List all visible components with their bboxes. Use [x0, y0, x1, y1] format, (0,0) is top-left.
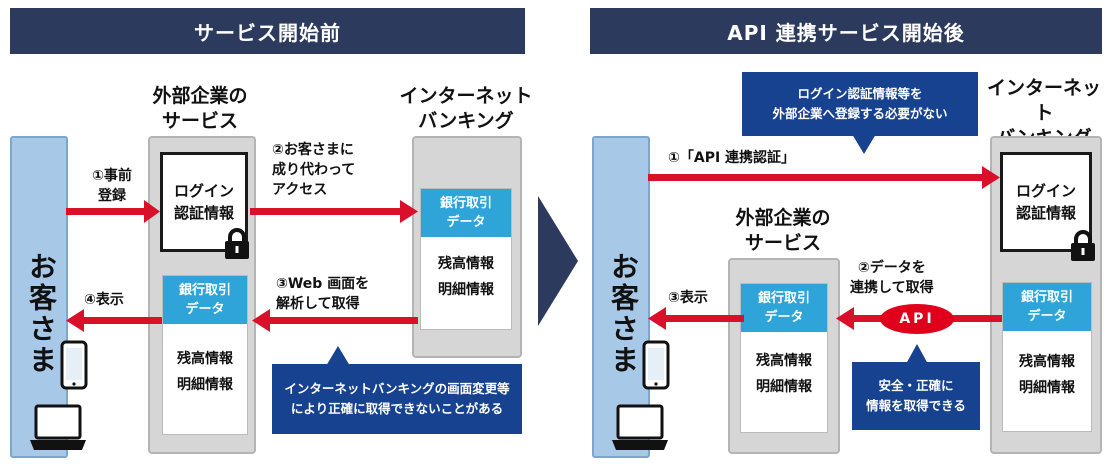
company-title-after: 外部企業の サービス — [718, 206, 848, 256]
bank-title-line1: インターネット — [399, 85, 533, 107]
customer-panel-before: お客さま — [10, 136, 68, 458]
company-title-line1: 外部企業の — [735, 207, 831, 229]
detail-label: 明細情報 — [756, 379, 812, 395]
callout-bottom-pointer — [906, 344, 928, 364]
company-title-line1: 外部企業の — [152, 85, 248, 107]
customer-label: お客さま — [607, 252, 640, 376]
bank-title-before: インターネット バンキング — [398, 84, 534, 134]
arrow-step2-before — [250, 200, 418, 223]
bank-data-company-before: 銀行取引 データ 残高情報 明細情報 — [162, 275, 248, 435]
arrow-step4-before — [66, 309, 162, 332]
bank-data-head-1: 銀行取引 — [178, 283, 231, 298]
lock-icon — [225, 228, 249, 259]
company-title-line2: サービス — [161, 110, 238, 132]
lock-icon — [1071, 230, 1095, 261]
step2-line1: ②お客さまに — [272, 142, 354, 158]
bank-title-line1: インターネット — [986, 77, 1101, 124]
login-box-after: ログイン 認証情報 — [1000, 152, 1092, 252]
callout-bottom-line1: 安全・正確に — [878, 378, 954, 393]
chevron-right-icon — [538, 196, 578, 326]
bank-data-head-2: データ — [1027, 309, 1067, 324]
bank-data-bank-before: 銀行取引 データ 残高情報 明細情報 — [420, 188, 512, 330]
callout-top-line1: ログイン認証情報等を — [797, 86, 923, 101]
company-title-before: 外部企業の サービス — [135, 84, 265, 134]
customer-panel-after: お客さま — [592, 136, 650, 458]
smartphone-icon — [60, 340, 88, 390]
bank-data-head: 銀行取引 データ — [163, 276, 247, 324]
company-title-line2: サービス — [744, 232, 821, 254]
balance-label: 残高情報 — [177, 351, 233, 367]
step1-label-after: ①「API 連携認証」 — [668, 150, 796, 166]
step2-line1: ②データを — [857, 260, 926, 276]
step3-label-before: ③Web 画面を 解析して取得 — [276, 274, 369, 314]
balance-label: 残高情報 — [438, 256, 494, 272]
bank-data-head-2: データ — [185, 302, 225, 317]
callout-bottom-line2: 情報を取得できる — [866, 398, 966, 413]
login-label-2: 認証情報 — [1015, 204, 1076, 222]
header-after: API 連携サービス開始後 — [590, 8, 1102, 54]
laptop-icon — [612, 404, 668, 450]
bank-title-line2: バンキング — [418, 110, 514, 132]
callout-top-line2: 外部企業へ登録する必要がない — [772, 106, 948, 121]
callout-line1: インターネットバンキングの画面変更等 — [284, 381, 510, 396]
callout-pointer-before — [326, 346, 350, 366]
bank-data-company-after: 銀行取引 データ 残高情報 明細情報 — [740, 283, 828, 433]
step2-line3: アクセス — [272, 182, 328, 198]
customer-label: お客さま — [25, 252, 58, 376]
step1-label-before: ①事前 登録 — [86, 166, 138, 206]
callout-top-after: ログイン認証情報等を 外部企業へ登録する必要がない — [742, 72, 978, 136]
detail-label: 明細情報 — [438, 282, 494, 298]
login-label-1: ログイン — [173, 182, 234, 200]
login-label-1: ログイン — [1015, 182, 1076, 200]
step1-line1: ①事前 — [92, 168, 132, 184]
arrow-step1-after — [648, 166, 1000, 189]
step2-label-before: ②お客さまに 成り代わって アクセス — [272, 140, 355, 200]
bank-data-head: 銀行取引 データ — [741, 284, 827, 332]
step3-line1: ③Web 画面を — [276, 276, 370, 292]
bank-data-head-1: 銀行取引 — [439, 196, 492, 211]
bank-data-bank-after: 銀行取引 データ 残高情報 明細情報 — [1002, 282, 1092, 432]
step3-label-after: ③表示 — [668, 290, 708, 306]
arrow-step3-before — [252, 309, 418, 332]
laptop-icon — [30, 404, 86, 450]
bank-data-head-2: データ — [446, 215, 486, 230]
api-badge: API — [880, 304, 954, 334]
step4-label-before: ④表示 — [84, 292, 124, 308]
callout-line2: により正確に取得できないことがある — [290, 401, 504, 416]
step3-line2: 解析して取得 — [276, 296, 360, 312]
balance-label: 残高情報 — [1019, 354, 1075, 370]
balance-label: 残高情報 — [756, 353, 812, 369]
callout-bottom-after: 安全・正確に 情報を取得できる — [852, 362, 980, 430]
detail-label: 明細情報 — [1019, 380, 1075, 396]
arrow-step1-before — [66, 200, 160, 223]
smartphone-icon — [642, 340, 670, 390]
bank-data-head-1: 銀行取引 — [1020, 290, 1073, 305]
header-before: サービス開始前 — [10, 8, 525, 54]
bank-data-head: 銀行取引 データ — [421, 189, 511, 237]
arrow-step3-after — [648, 307, 744, 330]
login-label-2: 認証情報 — [173, 204, 234, 222]
login-box-before: ログイン 認証情報 — [160, 152, 248, 252]
bank-data-head-2: データ — [764, 310, 804, 325]
step2-label-after: ②データを 連携して取得 — [850, 258, 934, 298]
step2-line2: 成り代わって — [272, 162, 356, 178]
callout-before: インターネットバンキングの画面変更等 により正確に取得できないことがある — [272, 364, 522, 434]
bank-data-head: 銀行取引 データ — [1003, 283, 1091, 331]
step2-line2: 連携して取得 — [850, 280, 934, 296]
bank-data-head-1: 銀行取引 — [757, 291, 810, 306]
callout-top-pointer — [852, 134, 876, 154]
step1-line2: 登録 — [98, 188, 126, 204]
detail-label: 明細情報 — [177, 377, 233, 393]
